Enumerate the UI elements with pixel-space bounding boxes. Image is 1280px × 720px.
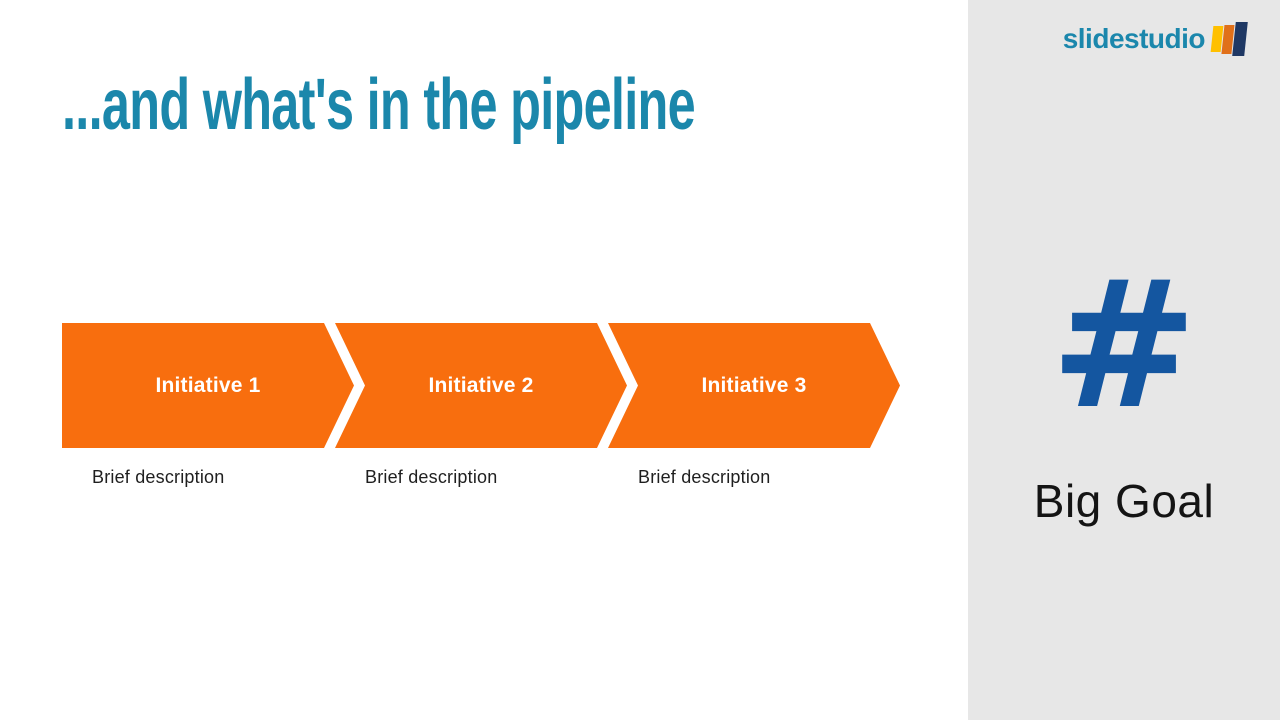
pipeline-arrow-1-shape: Initiative 1 <box>62 323 354 448</box>
goal-label: Big Goal <box>1033 475 1215 527</box>
pipeline-step-2-label: Initiative 2 <box>428 373 534 397</box>
pipeline-step-2-description: Brief description <box>365 467 498 487</box>
pipeline-step-3-description: Brief description <box>638 467 771 487</box>
slide-title: ...and what's in the pipeline <box>62 65 696 145</box>
pipeline-step-1: Initiative 1 Brief description <box>62 323 354 488</box>
pipeline-step-3-label: Initiative 3 <box>701 373 807 397</box>
pipeline-step-2: Initiative 2 Brief description <box>335 323 627 488</box>
pipeline-step-3: Initiative 3 Brief description <box>608 323 900 488</box>
pipeline-step-1-label: Initiative 1 <box>155 373 261 397</box>
pipeline-step-1-description: Brief description <box>92 467 225 487</box>
slidestudio-bars-icon <box>1210 22 1248 56</box>
brand-logo: slidestudio <box>1062 22 1248 56</box>
brand-logo-text: slidestudio <box>1062 23 1206 54</box>
logo-bar-navy <box>1232 22 1248 56</box>
pipeline-arrow-3-shape: Initiative 3 <box>608 323 900 448</box>
hash-symbol: # <box>1050 243 1198 448</box>
sidebar-panel: slidestudio # Big Goal <box>968 0 1280 720</box>
pipeline-arrow-2-shape: Initiative 2 <box>335 323 627 448</box>
